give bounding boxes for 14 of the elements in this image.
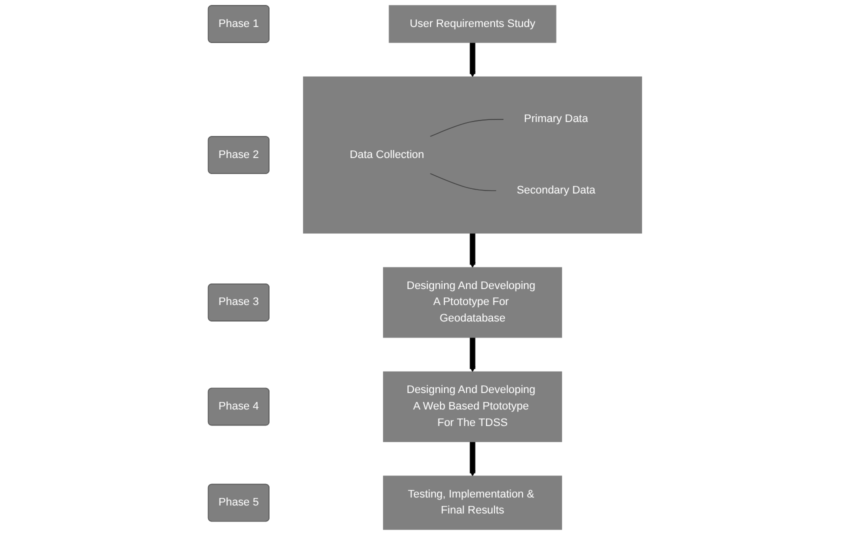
arrow [470,233,476,268]
arrow [470,42,476,78]
node-box: User Requirements Study [388,5,556,43]
node-text: Secondary Data [516,184,596,196]
cluster [303,76,642,234]
arrow [470,442,476,476]
node-text: Data Collection [350,148,424,160]
arrow [470,337,476,372]
connector [430,119,504,137]
node-box: Designing And Developing A Web Based Ptototype For The TDSS [383,371,562,442]
connector [430,173,496,192]
node-box: Testing, Implementation & Final Results [383,476,562,530]
node-text: Primary Data [524,113,588,125]
node-box: Designing And Developing A Ptototype For Geodatabase [383,267,562,338]
